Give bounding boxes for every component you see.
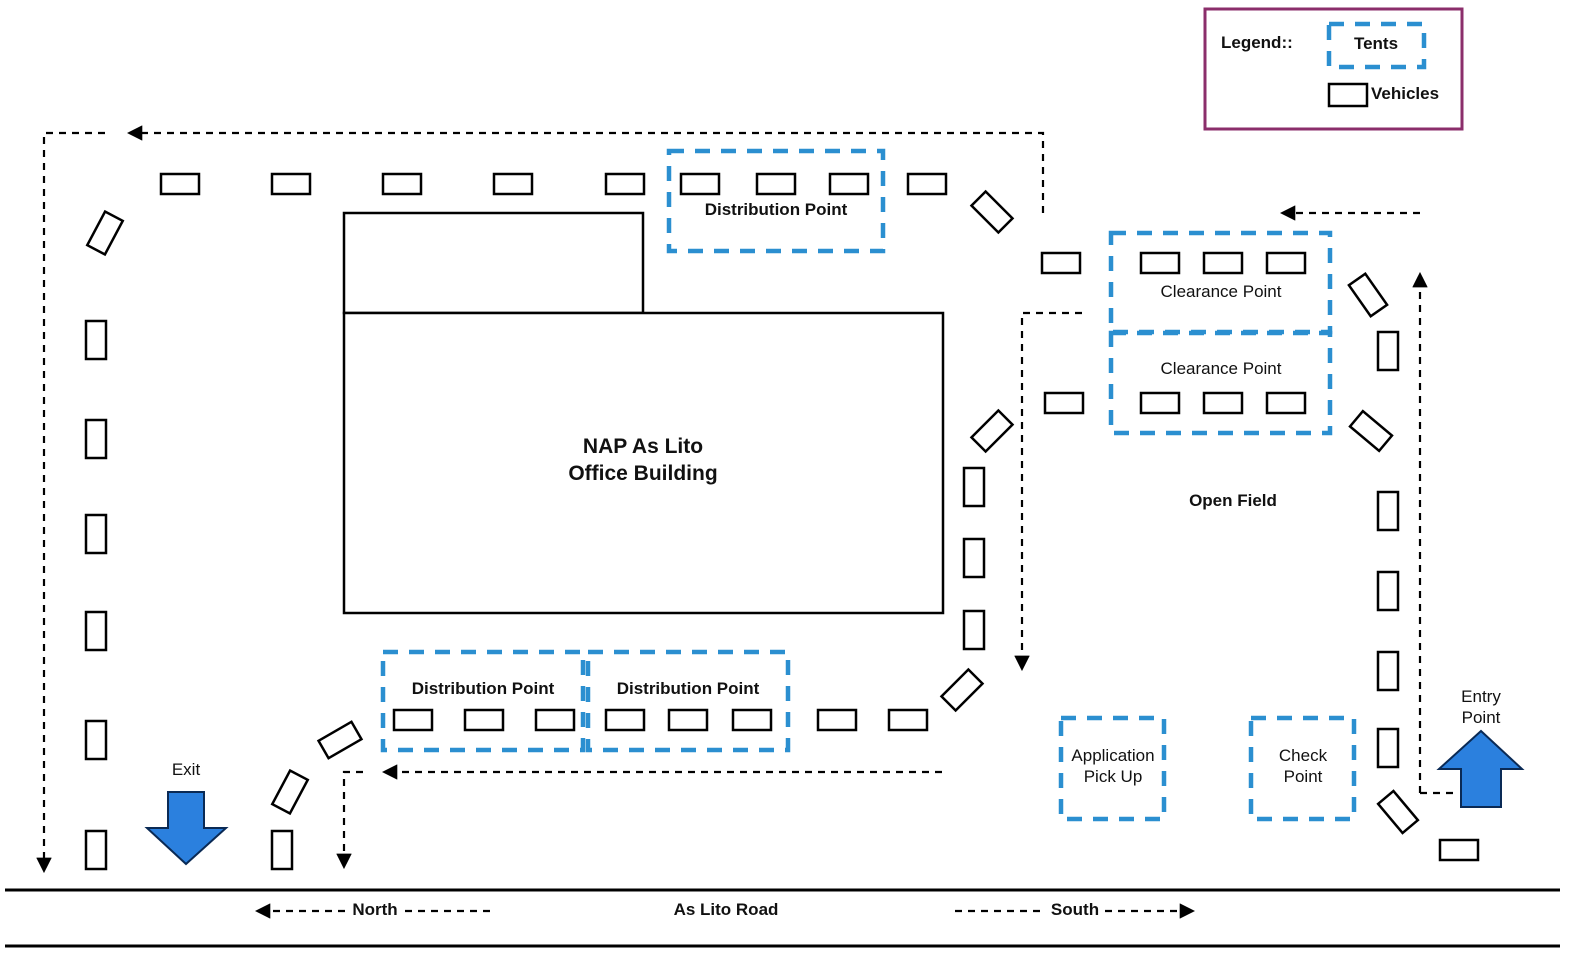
- vehicle: [1376, 330, 1400, 372]
- tent-clearance-2: [1108, 330, 1333, 436]
- vehicle: [316, 720, 364, 760]
- vehicle: [534, 708, 576, 732]
- vehicle: [1376, 727, 1400, 769]
- legend-tent-symbol: [1326, 21, 1427, 70]
- legend-vehicle-symbol: [1327, 82, 1369, 108]
- vehicle: [1139, 391, 1181, 415]
- vehicle: [159, 172, 201, 196]
- vehicle: [969, 189, 1015, 235]
- vehicle: [1265, 391, 1307, 415]
- entry-marker: Entry Point: [1436, 687, 1525, 808]
- vehicle: [887, 708, 929, 732]
- vehicle: [1139, 251, 1181, 275]
- vehicle: [906, 172, 948, 196]
- vehicle: [85, 209, 125, 257]
- entry-arrow-icon: [1436, 729, 1525, 808]
- traffic-paths: [36, 125, 1453, 874]
- exit-arrow-icon: [144, 791, 229, 866]
- vehicle: [1348, 409, 1394, 453]
- vehicle: [1043, 391, 1085, 415]
- vehicle: [1040, 251, 1082, 275]
- vehicle: [1438, 838, 1480, 862]
- vehicle: [84, 719, 108, 761]
- tent-distribution-bottom-right: [585, 649, 791, 753]
- vehicle: [84, 829, 108, 871]
- north-label: North: [352, 900, 397, 919]
- exit-label: Exit: [172, 760, 201, 779]
- entry-label-line2: Point: [1462, 708, 1501, 727]
- legend-tents-label: Tents: [1354, 34, 1398, 53]
- label-distribution-top: Distribution Point: [705, 200, 848, 219]
- vehicle: [270, 829, 294, 871]
- entry-label-line1: Entry: [1461, 687, 1501, 706]
- vehicle: [731, 708, 773, 732]
- vehicle: [1376, 490, 1400, 532]
- vehicle: [1376, 570, 1400, 612]
- road-name: As Lito Road: [674, 900, 779, 919]
- vehicle: [84, 610, 108, 652]
- label-check-line2: Point: [1284, 767, 1323, 786]
- office-building: NAP As Lito Office Building: [342, 211, 945, 615]
- legend-title: Legend::: [1221, 33, 1293, 52]
- label-distribution-bottom-right: Distribution Point: [617, 679, 760, 698]
- vehicles: [84, 172, 1480, 871]
- label-open-field: Open Field: [1189, 491, 1277, 510]
- vehicle: [962, 609, 986, 651]
- label-distribution-bottom-left: Distribution Point: [412, 679, 555, 698]
- zone-labels: Distribution Point Distribution Point Di…: [412, 200, 1328, 786]
- building-main: [342, 311, 945, 615]
- exit-marker: Exit: [144, 760, 229, 866]
- vehicle: [463, 708, 505, 732]
- vehicle: [1347, 271, 1389, 319]
- vehicle: [828, 172, 870, 196]
- path-left-exit: [36, 131, 105, 874]
- path-down: [1014, 311, 1082, 672]
- tents: [380, 148, 1357, 822]
- legend-vehicles-label: Vehicles: [1371, 84, 1439, 103]
- vehicle: [604, 172, 646, 196]
- building-annex: [342, 211, 645, 315]
- vehicle: [1376, 650, 1400, 692]
- vehicle: [1265, 251, 1307, 275]
- vehicle: [84, 418, 108, 460]
- building-name-line2: Office Building: [568, 462, 717, 485]
- vehicle: [1376, 789, 1420, 835]
- building-name-line1: NAP As Lito: [583, 435, 703, 458]
- vehicle: [270, 768, 310, 816]
- label-application-line2: Pick Up: [1084, 767, 1143, 786]
- vehicle: [84, 319, 108, 361]
- vehicle: [939, 667, 985, 713]
- vehicle: [816, 708, 858, 732]
- label-check-line1: Check: [1279, 746, 1328, 765]
- vehicle: [679, 172, 721, 196]
- road: North As Lito Road South: [5, 888, 1560, 948]
- legend: Legend:: Tents Vehicles: [1203, 7, 1464, 131]
- vehicle: [392, 708, 434, 732]
- path-bottom-exit: [336, 770, 363, 870]
- vehicle: [270, 172, 312, 196]
- tent-distribution-top: [666, 148, 886, 254]
- vehicle: [492, 172, 534, 196]
- tent-distribution-bottom-left: [380, 649, 586, 753]
- label-clearance-1: Clearance Point: [1161, 282, 1282, 301]
- vehicle: [1202, 391, 1244, 415]
- vehicle: [1202, 251, 1244, 275]
- vehicle: [604, 708, 646, 732]
- vehicle: [755, 172, 797, 196]
- path-top: [126, 125, 1045, 213]
- vehicle: [84, 513, 108, 555]
- vehicle: [381, 172, 423, 196]
- label-application-line1: Application: [1071, 746, 1154, 765]
- vehicle: [667, 708, 709, 732]
- vehicle: [962, 466, 986, 508]
- vehicle: [962, 537, 986, 579]
- vehicle: [969, 408, 1015, 454]
- label-clearance-2: Clearance Point: [1161, 359, 1282, 378]
- south-label: South: [1051, 900, 1099, 919]
